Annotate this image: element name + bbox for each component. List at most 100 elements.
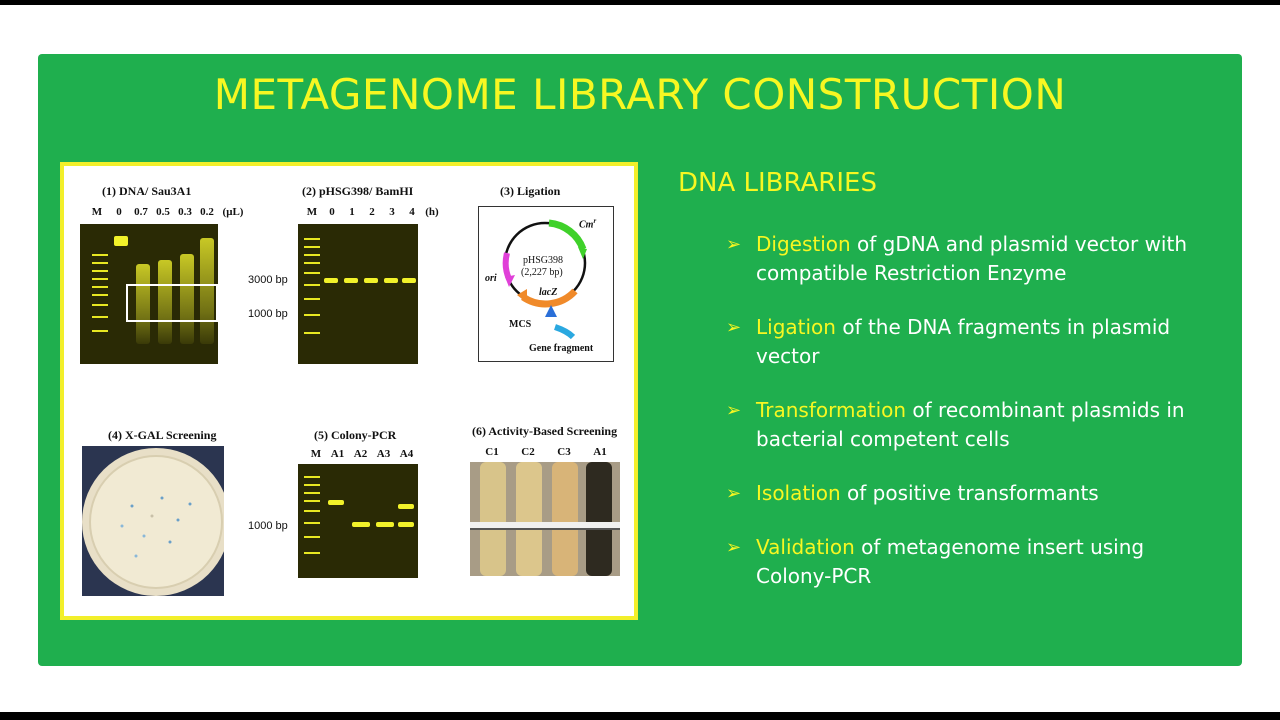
pcr-band-a3: [376, 522, 394, 527]
ori-label: ori: [485, 273, 497, 284]
gel-vector-digestion: [298, 224, 418, 364]
pcr-band-a1: [328, 500, 344, 505]
ladder-band: [304, 476, 320, 478]
gene-fragment-label: Gene fragment: [529, 343, 594, 354]
activity-tubes-photo: [470, 462, 620, 576]
slide-title: METAGENOME LIBRARY CONSTRUCTION: [213, 70, 1067, 119]
list-item: ➢ Transformation of recombinant plasmids …: [726, 396, 1206, 454]
tube-label: C3: [557, 446, 571, 458]
step-text: of recombinant plasmids in bacterial com…: [756, 398, 1185, 451]
lane-label: 0.7: [134, 206, 148, 218]
plasmid-map-drawing: [502, 219, 587, 340]
bp-marker-1000: 1000 bp: [248, 308, 288, 320]
tube-label: C1: [485, 446, 499, 458]
panel6-tube-labels: C1 C2 C3 A1: [474, 446, 618, 458]
ladder-band: [304, 238, 320, 240]
ladder-band: [304, 272, 320, 274]
lane-label: M: [91, 206, 103, 218]
colony: [150, 514, 154, 518]
vector-band: [384, 278, 398, 283]
ladder-band: [92, 270, 108, 272]
ladder-band: [304, 246, 320, 248]
ladder-band: [304, 552, 320, 554]
genomic-band: [114, 236, 128, 246]
lane-label: 0: [329, 206, 335, 218]
arrow-bullet-icon: ➢: [726, 234, 742, 255]
colony: [188, 502, 192, 506]
ladder-band: [92, 278, 108, 280]
lane-label: A3: [376, 448, 391, 460]
lane-label: 0.3: [178, 206, 192, 218]
gel-colony-pcr: [298, 464, 418, 578]
lacz-gene-arrowhead: [517, 289, 527, 303]
bp-marker-1000: 1000 bp: [248, 520, 288, 532]
unit-label: (μL): [222, 206, 244, 218]
mcs-label: MCS: [509, 319, 532, 330]
colony: [134, 554, 138, 558]
rack-shadow: [470, 528, 620, 530]
agar-surface: [89, 455, 223, 589]
cm-gene-arrowhead: [578, 247, 587, 259]
unit-label: (h): [425, 206, 439, 218]
pcr-band-a4-lower: [398, 522, 414, 527]
lane-label: 0.2: [200, 206, 214, 218]
xgal-plate-photo: [82, 446, 224, 596]
ladder-band: [92, 254, 108, 256]
ladder-band: [304, 298, 320, 300]
gene-fragment-shape: [554, 324, 576, 340]
step-text: of gDNA and plasmid vector with compatib…: [756, 232, 1188, 285]
lane-label: 2: [369, 206, 375, 218]
ladder-band: [304, 500, 320, 502]
colony: [176, 518, 180, 522]
arrow-bullet-icon: ➢: [726, 317, 742, 338]
ladder-band: [304, 510, 320, 512]
bp-marker-3000: 3000 bp: [248, 274, 288, 286]
step-text: of the DNA fragments in plasmid vector: [756, 315, 1171, 368]
ladder-band: [92, 330, 108, 332]
ladder-band: [304, 522, 320, 524]
panel1-title: (1) DNA/ Sau3A1: [102, 184, 192, 198]
colony: [130, 504, 134, 508]
step-text: of metagenome insert using Colony-PCR: [756, 535, 1145, 588]
digest-smear: [158, 260, 172, 344]
list-item: ➢Digestion of gDNA and plasmid vector wi…: [726, 230, 1206, 288]
panel1-lanes: M 0 0.7 0.5 0.3 0.2 (μL): [86, 206, 248, 218]
ladder-band: [304, 254, 320, 256]
panel2-lanes: M 0 1 2 3 4 (h): [302, 206, 442, 218]
lacz-label: lacZ: [539, 287, 558, 298]
step-keyword: Validation: [756, 535, 855, 559]
mcs-marker: [545, 305, 557, 317]
panel4-title: (4) X-GAL Screening: [108, 428, 217, 442]
panel2-title: (2) pHSG398/ BamHI: [302, 184, 414, 198]
tube-c1: [480, 462, 506, 576]
rack-bar: [470, 522, 620, 528]
ladder-band: [304, 314, 320, 316]
step-keyword: Transformation: [756, 398, 907, 422]
ladder-band: [304, 284, 320, 286]
bottom-letterbox: [0, 712, 1280, 720]
tubes-drawing: [470, 462, 620, 576]
arrow-bullet-icon: ➢: [726, 400, 742, 421]
tube-label: A1: [593, 446, 607, 458]
digest-smear: [200, 238, 214, 344]
cm-gene-arc: [548, 219, 587, 251]
tube-c2: [516, 462, 542, 576]
step-text: of positive transformants: [840, 481, 1099, 505]
pcr-band-a2: [352, 522, 370, 527]
top-letterbox: [0, 0, 1280, 5]
ladder-band: [92, 286, 108, 288]
colony: [168, 540, 172, 544]
list-item: ➢ Ligation of the DNA fragments in plasmi…: [726, 313, 1206, 371]
ladder-band: [304, 484, 320, 486]
step-keyword: Ligation: [756, 315, 836, 339]
lane-label: A2: [353, 448, 368, 460]
vector-band: [344, 278, 358, 283]
ladder-band: [92, 316, 108, 318]
selection-box: [126, 284, 218, 322]
lane-label: A1: [330, 448, 345, 460]
lane-label: M: [306, 206, 318, 218]
lacz-gene-arc: [521, 288, 578, 308]
ori-arrowhead: [505, 275, 515, 287]
panel5-title: (5) Colony-PCR: [314, 428, 397, 442]
ladder-band: [304, 492, 320, 494]
